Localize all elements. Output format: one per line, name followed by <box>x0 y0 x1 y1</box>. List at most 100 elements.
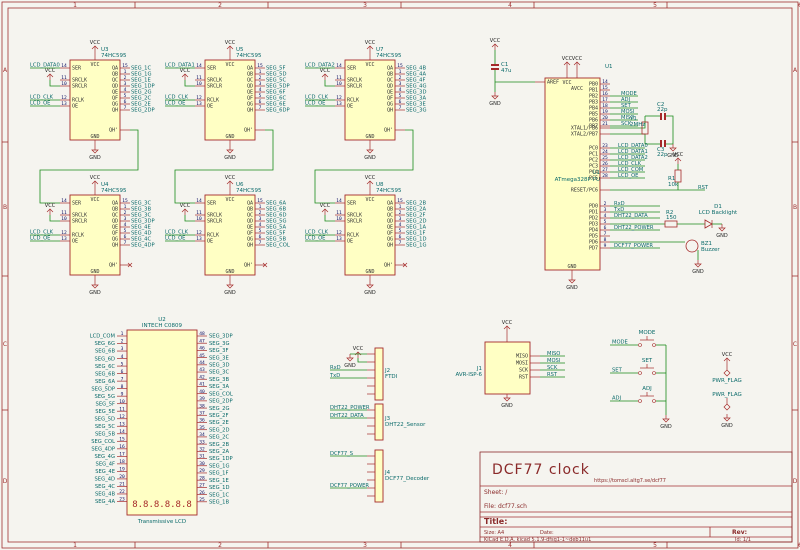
pin-name: MOSI <box>516 361 528 367</box>
segment-net-label: SEG_6E <box>266 102 286 108</box>
vcc-arrow <box>181 208 189 213</box>
chip-ref: U7 <box>376 47 384 53</box>
pin-number: 6 <box>399 99 402 105</box>
c1-ref: C1 <box>501 62 508 68</box>
ruler-left-label: B <box>3 204 7 211</box>
segment-net-label: SEG_3E <box>406 102 426 108</box>
ruler-top-label: 6 <box>798 2 800 9</box>
pin-name: GND <box>90 269 99 275</box>
pin-name: QG <box>247 102 253 108</box>
segment-net-label: SEG_5F <box>266 231 285 237</box>
pin-name: QG <box>112 237 118 243</box>
vcc-label: VCC <box>365 40 376 46</box>
c3-value: 22p <box>657 152 668 158</box>
segment-net-label: SEG_5F <box>266 66 285 72</box>
ruler-bottom-label: 1 <box>73 542 77 549</box>
gnd-label: GND <box>501 403 513 409</box>
r1-value: 10k <box>668 182 679 188</box>
net-label-oe: LCD_OE <box>30 101 50 107</box>
pin-name: QC <box>247 213 253 219</box>
chip-body <box>69 59 121 141</box>
vcc-arrow <box>46 208 54 213</box>
pin-number: 35 <box>199 425 205 431</box>
lcd-net-label: SEG_2C <box>209 435 229 441</box>
title-id: Id: 1/1 <box>735 537 751 543</box>
vcc-label: VCC <box>673 152 684 158</box>
segment-net-label: SEG_3DP <box>131 219 155 225</box>
pin-name: PD0 <box>589 204 598 210</box>
pin-name: PC5 <box>589 176 598 182</box>
lcd-net-label: SEG_4DP <box>91 447 115 453</box>
pin-number: 4 <box>604 213 607 219</box>
vcc-arrow <box>491 43 499 48</box>
pin-name: QG <box>112 102 118 108</box>
isp-name: AVR-ISP-6 <box>455 372 482 378</box>
pin-number: 27 <box>602 167 608 173</box>
gnd-symbol <box>91 149 99 154</box>
gnd-label: GND <box>364 290 376 296</box>
gnd-label: GND <box>489 101 501 107</box>
pin-number: 44 <box>199 360 205 366</box>
segment-net-label: SEG_5C <box>266 78 286 84</box>
pin-number: 3 <box>604 207 607 213</box>
pin-number: 7 <box>399 105 402 111</box>
segment-net-label: SEG_4B <box>406 66 426 72</box>
pin-number: 1 <box>121 331 124 337</box>
led-d1 <box>704 219 713 229</box>
pin-number: 3 <box>124 81 127 87</box>
vcc-arrow <box>226 180 234 185</box>
pin-number: 18 <box>602 103 608 109</box>
segment-net-label: SEG_5G <box>266 219 287 225</box>
pin-name: QB <box>112 207 118 213</box>
pin-number: 14 <box>61 63 67 69</box>
lcd-net-label: SEG_1G <box>209 463 230 469</box>
pin-number: 39 <box>199 396 205 402</box>
gnd-label: GND <box>224 155 236 161</box>
segment-net-label: SEG_1DP <box>131 84 155 90</box>
pin-name: SER <box>72 201 82 207</box>
lcd-net-label: SEG_4E <box>95 469 115 475</box>
vcc-arrow <box>674 157 682 162</box>
net-label-clk: LCD_CLK <box>165 230 189 236</box>
segment-net-label: SEG_5D <box>266 72 286 78</box>
pin-name: SRCLK <box>207 213 222 219</box>
segment-net-label: SEG_6F <box>266 90 285 96</box>
pin-number: 28 <box>199 475 205 481</box>
pin-name: QH <box>387 108 393 114</box>
chip-part: 74HC595 <box>236 188 262 194</box>
chip-body <box>544 77 601 271</box>
pin-name: QC <box>112 213 118 219</box>
lcd-net-label: SEG_3F <box>209 348 228 354</box>
pin-number: 22 <box>119 489 125 495</box>
pin-name: QE <box>387 225 393 231</box>
pin-number: 2 <box>259 75 262 81</box>
pin-number: 12 <box>336 95 342 101</box>
net-label: MODE <box>621 91 637 97</box>
pin-name: OE <box>207 104 213 110</box>
vcc-arrow <box>91 45 99 50</box>
capacitor-plate <box>660 113 662 120</box>
lcd-net-label: SEG_6G <box>94 341 115 347</box>
pin-number: 19 <box>119 467 125 473</box>
pin-name: QF <box>112 96 118 102</box>
pin-number: 21 <box>602 121 608 127</box>
pin-name: GND <box>90 134 99 140</box>
ruler-bottom-label: 6 <box>798 542 800 549</box>
segment-net-label: SEG_3B <box>131 207 151 213</box>
lcd-net-label: SEG_2F <box>209 413 228 419</box>
pin-name: PB7 <box>589 124 598 130</box>
pin-number: 12 <box>196 230 202 236</box>
pin-number: 14 <box>336 198 342 204</box>
lcd-net-label: SEG_6A <box>95 379 115 385</box>
segment-net-label: SEG_3C <box>131 201 151 207</box>
pin-name: QD <box>247 219 253 225</box>
net-label-data: LCD_DATA1 <box>165 63 195 69</box>
pin-name: PB1 <box>589 88 598 94</box>
net-label-clk: LCD_CLK <box>30 230 54 236</box>
isp-net-label: MOSI <box>547 358 561 364</box>
pin-number: 11 <box>196 75 202 81</box>
segment-net-label: SEG_4E <box>131 225 151 231</box>
shift-register-u8: U874HC595VCCVCCGNDGNDSER14SRCLK11SRCLR10… <box>305 175 427 296</box>
net-label-clk: LCD_CLK <box>30 95 54 101</box>
